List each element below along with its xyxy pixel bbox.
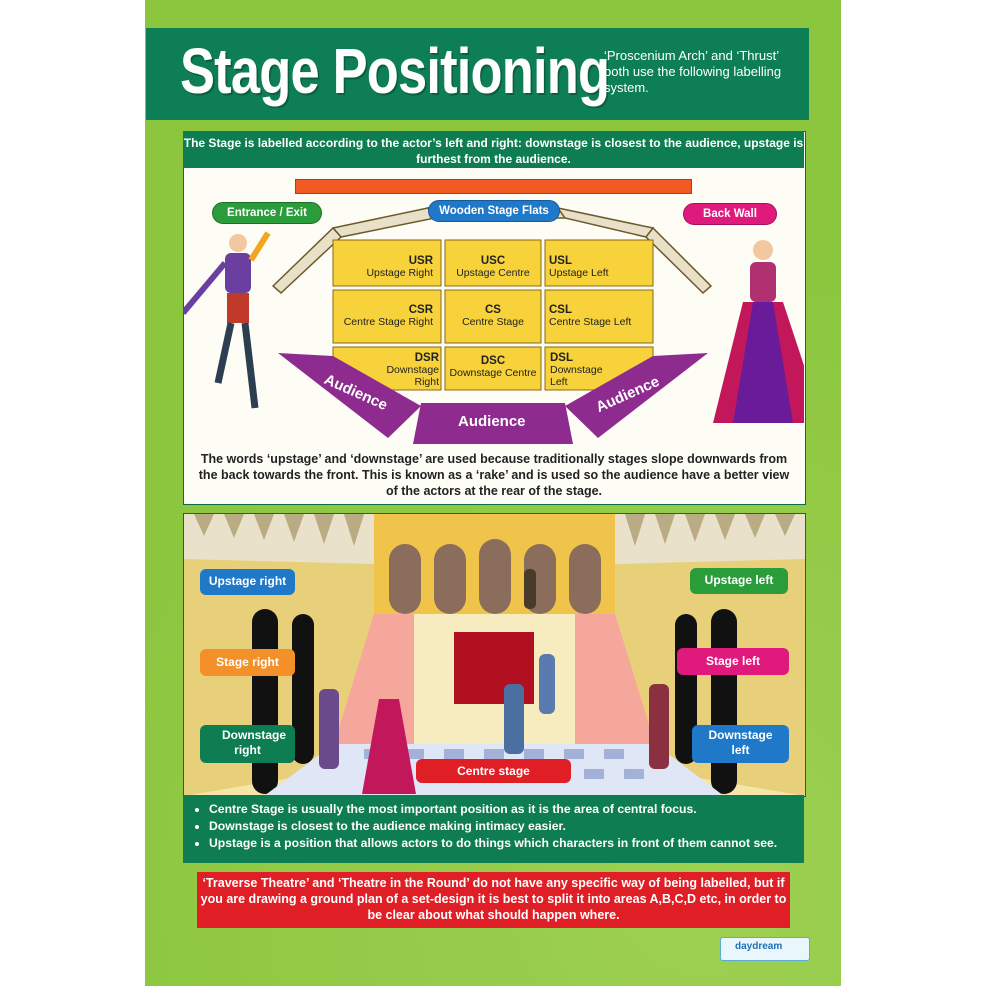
stage-left-callout: Stage left	[677, 648, 789, 675]
entrance-exit-label: Entrance / Exit	[212, 202, 322, 224]
daydream-logo: daydream	[720, 937, 810, 961]
page-title: Stage Positioning	[180, 35, 610, 107]
actor-male-figure	[183, 231, 271, 409]
stage-flats-right-wing	[644, 226, 713, 295]
scene-actors	[319, 569, 669, 794]
audience-right-block	[565, 353, 708, 438]
upstage-right-callout: Upstage right	[200, 569, 295, 595]
logo-text: daydream	[735, 941, 783, 952]
stage-plan-intro: The Stage is labelled according to the a…	[183, 131, 804, 168]
wooden-stage-flats-label: Wooden Stage Flats	[428, 200, 560, 222]
audience-center-block	[413, 403, 573, 444]
back-wall-bar	[295, 179, 692, 194]
stage-notes-box: Centre Stage is usually the most importa…	[183, 795, 804, 863]
centre-stage-callout: Centre stage	[416, 759, 571, 783]
list-item: Upstage is a position that allows actors…	[209, 835, 804, 852]
traverse-theatre-note: ‘Traverse Theatre’ and ‘Theatre in the R…	[197, 872, 790, 928]
list-item: Downstage is closest to the audience mak…	[209, 818, 804, 835]
downstage-right-callout: Downstage right	[200, 725, 295, 763]
stage-plan-diagram	[183, 206, 804, 444]
upstage-left-callout: Upstage left	[690, 568, 788, 594]
downstage-left-callout: Downstage left	[692, 725, 789, 763]
actor-female-figure	[713, 240, 804, 423]
back-wall-label: Back Wall	[683, 203, 777, 225]
stage-flats-left	[331, 207, 437, 238]
stage-flats-left-wing	[271, 226, 343, 295]
stage-right-callout: Stage right	[200, 649, 295, 676]
header-banner	[146, 28, 809, 120]
list-item: Centre Stage is usually the most importa…	[209, 801, 804, 818]
audience-left-block	[278, 353, 421, 438]
header-subtitle: ‘Proscenium Arch’ and ‘Thrust’ both use …	[604, 48, 782, 95]
audience-center-label: Audience	[458, 413, 526, 430]
stage-flats-right	[556, 206, 655, 238]
rake-explanation: The words ‘upstage’ and ‘downstage’ are …	[198, 452, 790, 498]
